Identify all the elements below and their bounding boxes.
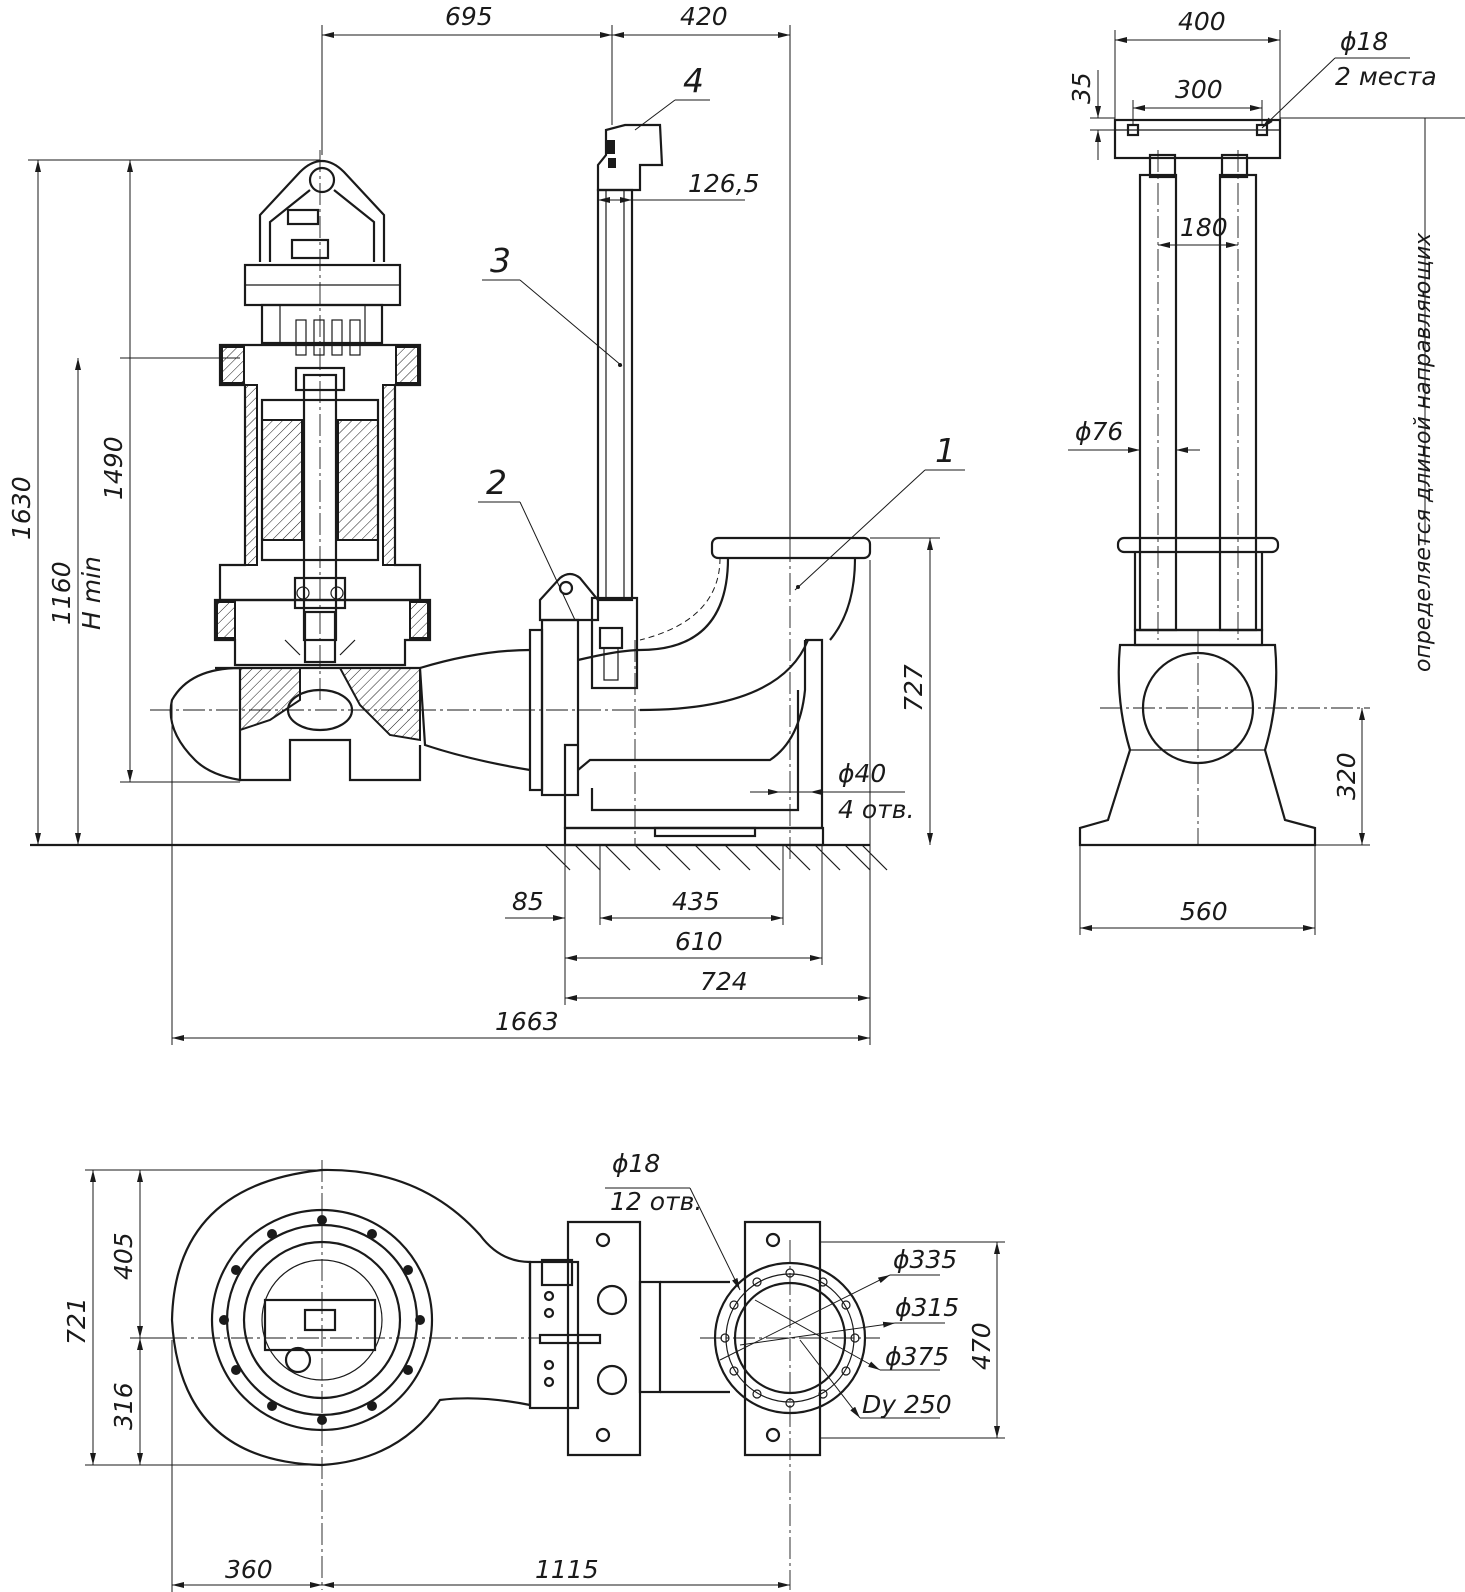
dim-1630: 1630 (7, 476, 36, 540)
dim-1663: 1663 (495, 1007, 559, 1036)
pump-volute (150, 648, 640, 782)
dim-1115: 1115 (535, 1555, 599, 1584)
dim-560: 560 (1180, 897, 1228, 926)
dim-phi375: ϕ375 (885, 1342, 949, 1371)
dim-1490: 1490 (99, 436, 128, 500)
dim-610: 610 (675, 927, 723, 956)
dim-12-holes: 12 отв. (610, 1187, 702, 1216)
ground-hatching (544, 844, 888, 871)
dim-360: 360 (225, 1555, 273, 1584)
dim-724: 724 (700, 967, 748, 996)
dim-180: 180 (1180, 213, 1228, 242)
callouts: 1 2 3 4 (478, 61, 965, 621)
end-view: 400 300 35 ϕ18 2 места 180 ϕ76 определяе… (1067, 7, 1465, 935)
dim-316: 316 (109, 1382, 138, 1430)
rail-length-note: определяется длиной направляющих (1411, 232, 1436, 672)
dim-phi40: ϕ40 (838, 759, 886, 788)
dim-35: 35 (1067, 72, 1096, 104)
dim-405: 405 (109, 1232, 138, 1280)
side-dimensions: 695 420 126,5 1630 1490 1160 H min 727 (7, 2, 940, 1045)
base-elbow (563, 536, 872, 860)
dim-phi18-top: ϕ18 (1340, 27, 1388, 56)
dim-420: 420 (680, 2, 728, 31)
dim-126-5: 126,5 (688, 169, 760, 198)
dim-320: 320 (1332, 752, 1361, 800)
dim-phi18-plan: ϕ18 (612, 1149, 660, 1178)
pump-motor (213, 150, 432, 700)
discharge-connector (528, 572, 639, 797)
callout-4: 4 (683, 61, 704, 100)
dim-1160: 1160 (47, 561, 76, 625)
dim-435: 435 (672, 887, 720, 916)
side-view: 1 2 3 4 695 420 126,5 (7, 2, 965, 1045)
dim-phi76: ϕ76 (1075, 417, 1123, 446)
dim-727: 727 (899, 664, 928, 712)
dim-dn250: Dy 250 (862, 1390, 952, 1419)
dim-400: 400 (1178, 7, 1226, 36)
dim-470: 470 (967, 1322, 996, 1370)
guide-rail (596, 123, 664, 602)
dim-h-min: H min (77, 556, 106, 630)
dim-2-places: 2 места (1335, 62, 1437, 91)
dim-phi315: ϕ315 (895, 1293, 959, 1322)
dim-phi335: ϕ335 (893, 1245, 957, 1274)
callout-1: 1 (935, 431, 956, 470)
dim-85: 85 (512, 887, 544, 916)
plan-view: ϕ18 12 отв. ϕ335 ϕ315 ϕ375 Dy 250 470 72… (62, 1149, 1005, 1592)
callout-2: 2 (486, 463, 507, 502)
callout-3: 3 (490, 241, 511, 280)
dim-300: 300 (1175, 75, 1223, 104)
dim-4-holes: 4 отв. (838, 795, 914, 824)
dim-695: 695 (445, 2, 493, 31)
dim-721: 721 (62, 1297, 91, 1345)
